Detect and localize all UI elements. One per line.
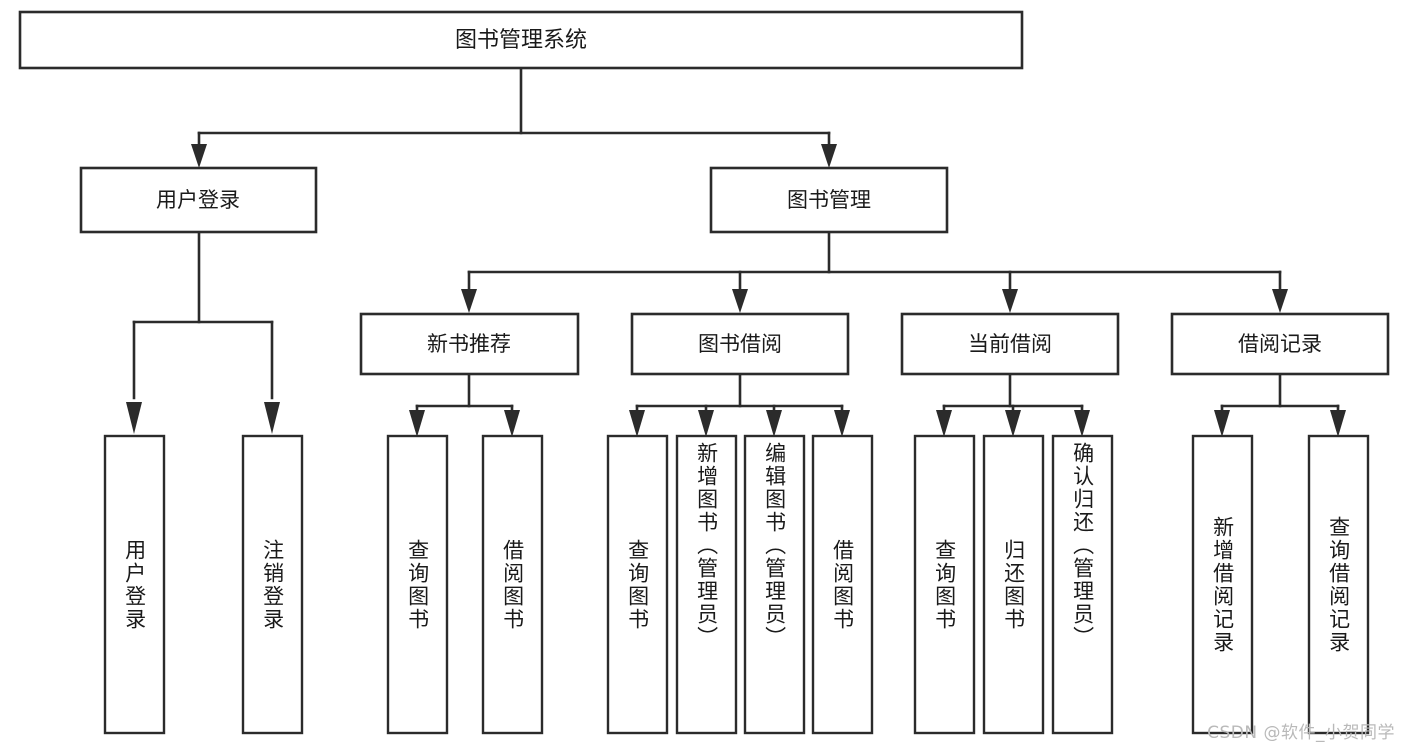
- node-new-book-rec[interactable]: [359, 312, 580, 376]
- arrow-root-to-user-login: [191, 144, 207, 168]
- arrow-newbook-l2: [504, 410, 520, 437]
- node-borrow-record-label: 借阅记录: [1238, 332, 1322, 356]
- node-leaf-return-book[interactable]: [982, 434, 1045, 735]
- node-leaf-edit-book[interactable]: [743, 434, 806, 735]
- node-leaf-borrow-book-1[interactable]: [481, 434, 544, 735]
- arrow-current-l2: [1005, 410, 1021, 437]
- arrow-bm-to-borrow: [732, 289, 748, 313]
- node-book-borrow-label: 图书借阅: [698, 332, 782, 356]
- arrow-borrow-l3: [766, 410, 782, 437]
- arrow-record-l2: [1330, 410, 1346, 437]
- arrow-current-l3: [1074, 410, 1090, 437]
- node-leaf-add-record[interactable]: [1191, 434, 1254, 735]
- node-layer: 图书管理系统 用户登录 图书管理 新书推荐 图书借阅 当前借阅 借阅记录: [18, 10, 1390, 735]
- node-leaf-add-book[interactable]: [675, 434, 738, 735]
- arrow-record-l1: [1214, 410, 1230, 437]
- node-leaf-query-book-2[interactable]: [606, 434, 669, 735]
- node-leaf-query-book-1[interactable]: [386, 434, 449, 735]
- arrow-bm-to-newbook: [461, 289, 477, 313]
- arrow-bm-to-current: [1002, 289, 1018, 313]
- arrow-root-to-book-manage: [821, 144, 837, 168]
- node-user-login[interactable]: [79, 166, 318, 234]
- arrow-borrow-l1: [629, 410, 645, 437]
- node-root-label: 图书管理系统: [455, 28, 587, 53]
- node-leaf-borrow-book-2[interactable]: [811, 434, 874, 735]
- node-leaf-confirm-return[interactable]: [1051, 434, 1114, 735]
- node-leaf-query-record[interactable]: [1307, 434, 1370, 735]
- node-borrow-record[interactable]: [1170, 312, 1390, 376]
- node-user-login-label: 用户登录: [156, 188, 240, 212]
- node-root[interactable]: [18, 10, 1024, 70]
- arrow-newbook-l1: [409, 410, 425, 437]
- arrow-user-login-l1: [126, 402, 142, 434]
- node-book-manage-label: 图书管理: [787, 188, 871, 212]
- arrow-borrow-l2: [698, 410, 714, 437]
- node-book-borrow[interactable]: [630, 312, 850, 376]
- arrow-current-l1: [936, 410, 952, 437]
- connector-layer: [126, 66, 1346, 437]
- arrow-user-login-l2: [264, 402, 280, 434]
- node-leaf-query-book-3[interactable]: [913, 434, 976, 735]
- node-current-borrow[interactable]: [900, 312, 1120, 376]
- node-leaf-user-login[interactable]: [103, 434, 166, 735]
- arrow-borrow-l4: [834, 410, 850, 437]
- arrow-bm-to-record: [1272, 289, 1288, 313]
- node-leaf-user-logout[interactable]: [241, 434, 304, 735]
- node-current-borrow-label: 当前借阅: [968, 332, 1052, 356]
- node-book-manage[interactable]: [709, 166, 949, 234]
- node-new-book-rec-label: 新书推荐: [427, 332, 511, 356]
